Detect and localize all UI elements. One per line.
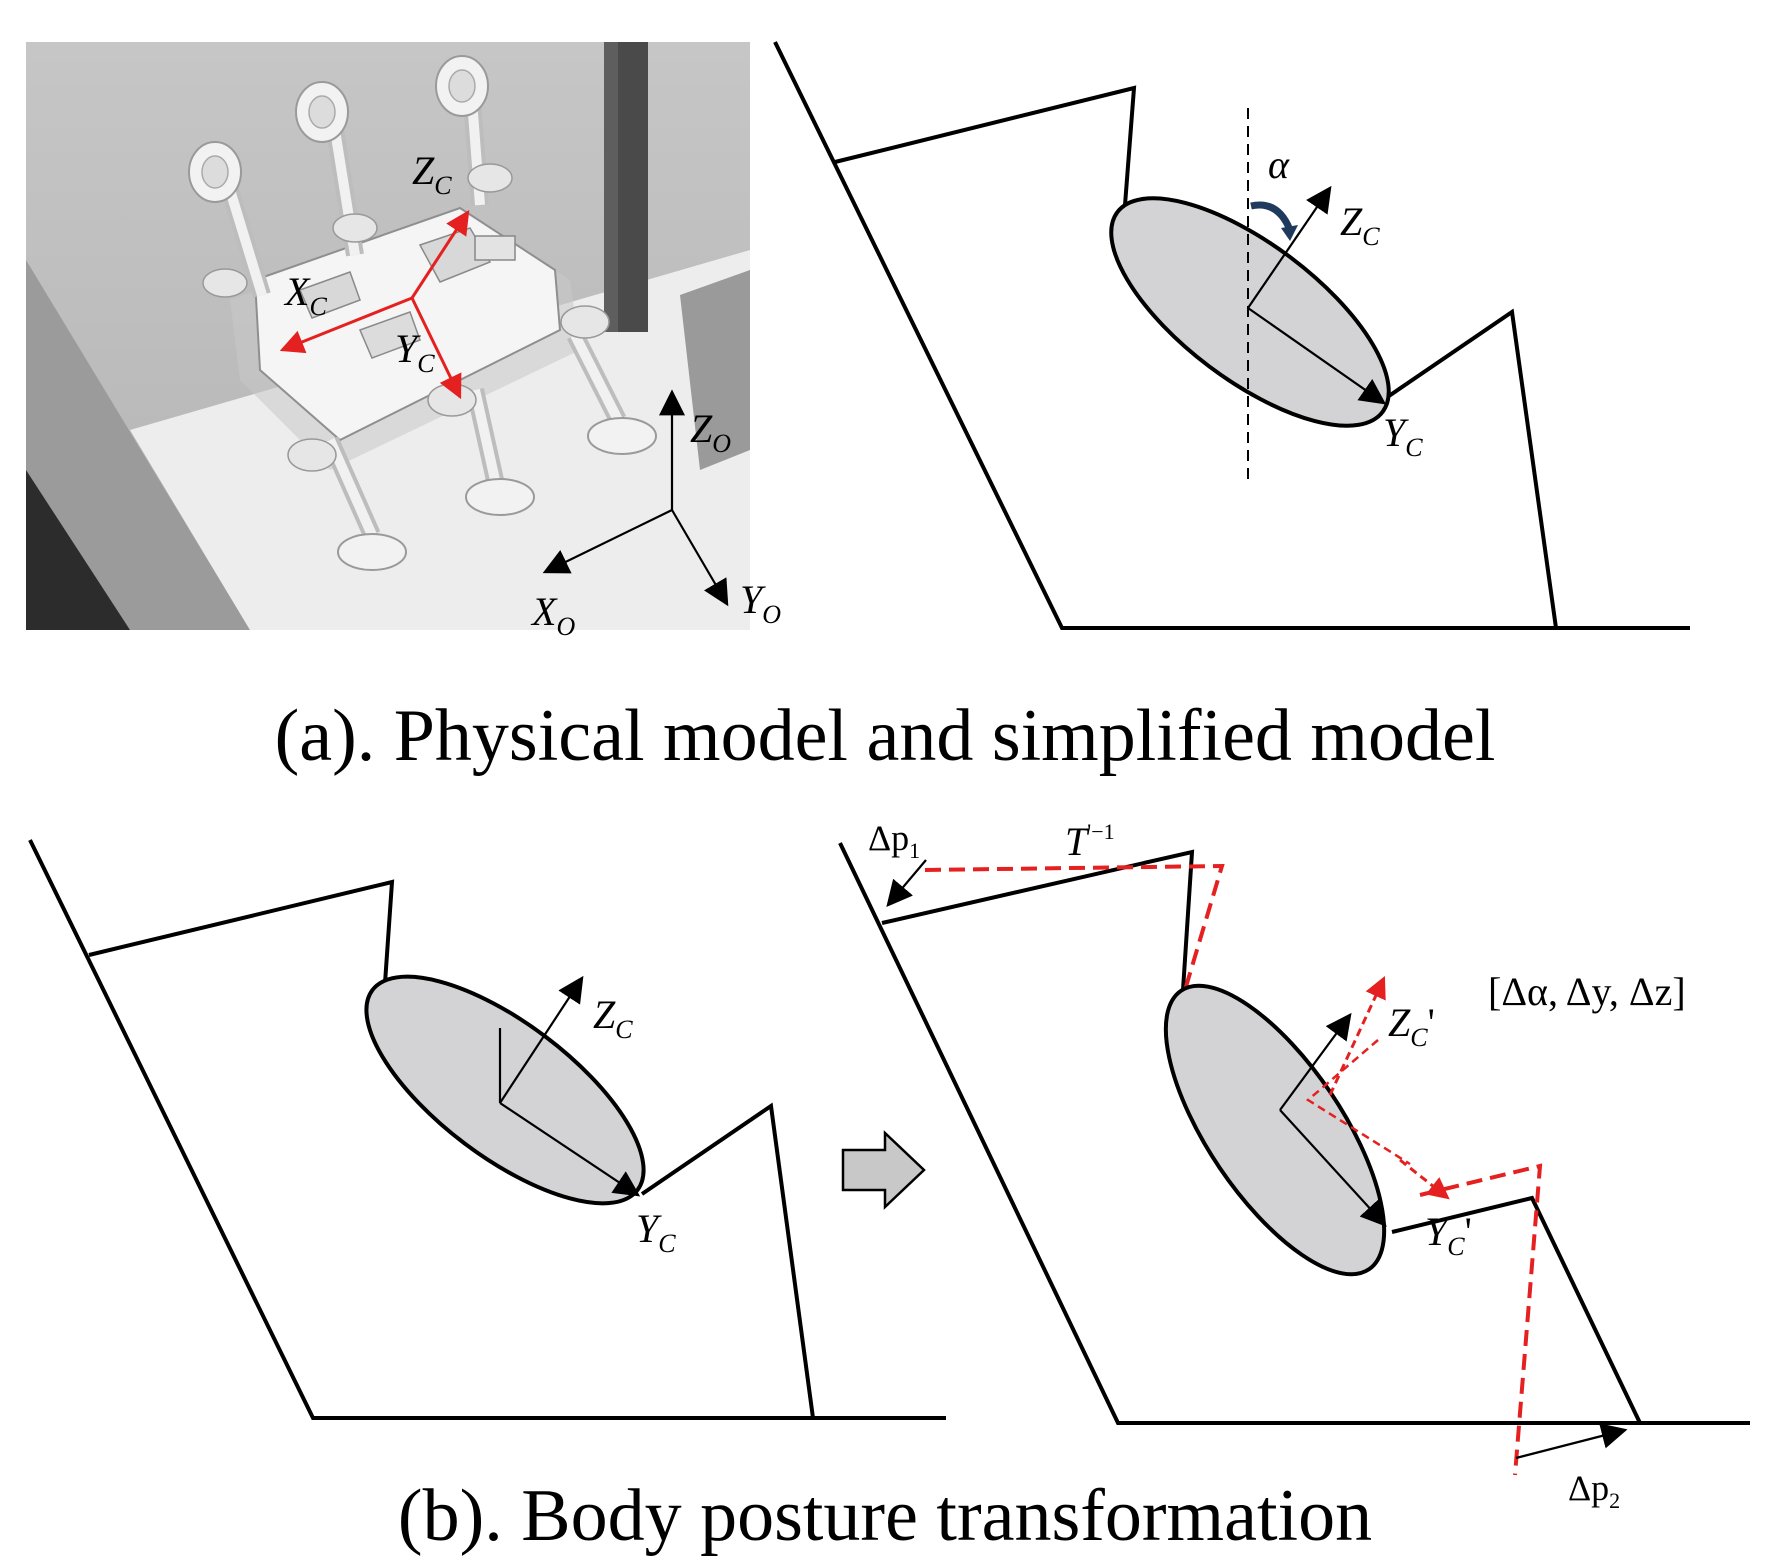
transformed-frame-red [1305,1039,1411,1166]
leg-front-mid [295,81,378,257]
zo-label: Z [690,406,713,451]
body-ellipse [1109,196,1391,428]
rear-leg-transformed [1419,1163,1543,1476]
svg-text:ZC: ZC [1340,199,1380,251]
left-wall [26,260,250,630]
slope-ground-line [773,41,1690,630]
yc-axis-red [410,297,462,400]
leg-rear-right [560,305,657,455]
body-frame-axes [279,209,470,400]
zc-label: Z [412,148,435,193]
floor [130,250,750,630]
transition-arrow [841,1130,926,1210]
caption-a: (a). Physical model and simplified model [275,695,1496,777]
svg-text:YC: YC [636,1206,676,1258]
alpha-label: α [1268,142,1290,187]
t-inverse-label: T [1065,819,1090,864]
yo-label: Y [740,577,766,622]
zc-label: Z [593,992,616,1037]
delta-p2-arrow [1515,1423,1628,1460]
svg-text:ZC': ZC' [1388,1000,1435,1052]
delta-p2-label: Δp [1568,1468,1609,1508]
zc-prime-label: Z [1388,1000,1411,1045]
yc-axis [499,1102,641,1197]
dark-corner [26,470,130,630]
slope-ground-line [28,839,946,1420]
svg-text:Δp1: Δp1 [868,818,920,863]
yc-label: Y [395,326,421,371]
svg-text:YO: YO [740,577,781,629]
world-frame: ZO XO YO [530,389,781,641]
robot [188,55,657,571]
yc-prime-label: Y [1425,1209,1451,1254]
zc-axis [1247,185,1332,309]
rear-leg-line [1391,1195,1642,1424]
svg-text:ZC: ZC [412,148,452,200]
body-ellipse [364,974,646,1206]
zc-axis [499,975,584,1104]
zc-axis-red [410,209,470,299]
yc-axis [1247,307,1387,405]
svg-text:ZO: ZO [690,406,731,458]
slope-ground-line [838,842,1750,1425]
body-ellipse [1163,983,1387,1277]
yo-axis [671,509,729,607]
xc-axis-red [279,296,413,354]
caption-b: (b). Body posture transformation [398,1475,1372,1557]
simplified-model: α ZC YC [773,41,1690,630]
front-leg-line [88,879,395,1013]
svg-text:YC': YC' [1425,1209,1472,1261]
delta-vector-label: [Δα, Δy, Δz] [1488,969,1686,1014]
alpha-rotation-arrow [1250,201,1294,232]
posture-before: ZC YC [28,839,946,1420]
pillar-base [680,270,750,470]
delta-p1-label: Δp [868,818,909,858]
yc-label: Y [1383,410,1409,455]
svg-text:Δp2: Δp2 [1568,1468,1620,1513]
physical-model-render: ZC XC YC ZO XO YO [26,42,781,641]
svg-text:XO: XO [530,589,575,641]
rear-leg-line [1381,308,1558,629]
body-frame-labels: ZC XC YC [283,148,452,378]
front-leg-transformed [924,863,1225,991]
xo-label: X [530,589,558,634]
svg-text:XC: XC [283,269,327,321]
rear-leg-line [640,1102,815,1419]
svg-text:T'−1: T'−1 [1065,819,1115,864]
leg-front-right [435,55,513,206]
xc-label: X [283,269,311,314]
posture-after: ZC' YC' [Δα, Δy, Δz] T'−1 Δp1 Δp2 [838,818,1750,1513]
svg-text:YC: YC [1383,410,1423,462]
leg-rear-mid [427,383,535,516]
yc-prime-axis [1279,1109,1387,1227]
front-leg-line [881,849,1195,991]
svg-text:YC: YC [395,326,435,378]
zc-label: Z [1340,199,1363,244]
front-leg-line [834,85,1137,219]
zc-prime-axis [1279,1012,1352,1111]
delta-p1-arrow [886,859,927,907]
leg-rear-left [287,436,407,571]
leg-front-left [188,141,271,298]
svg-text:ZC: ZC [593,992,633,1044]
xo-axis [542,509,673,574]
yc-label: Y [636,1206,662,1251]
yc-transformed-red [1399,1158,1450,1200]
zc-transformed-red [1328,976,1386,1096]
